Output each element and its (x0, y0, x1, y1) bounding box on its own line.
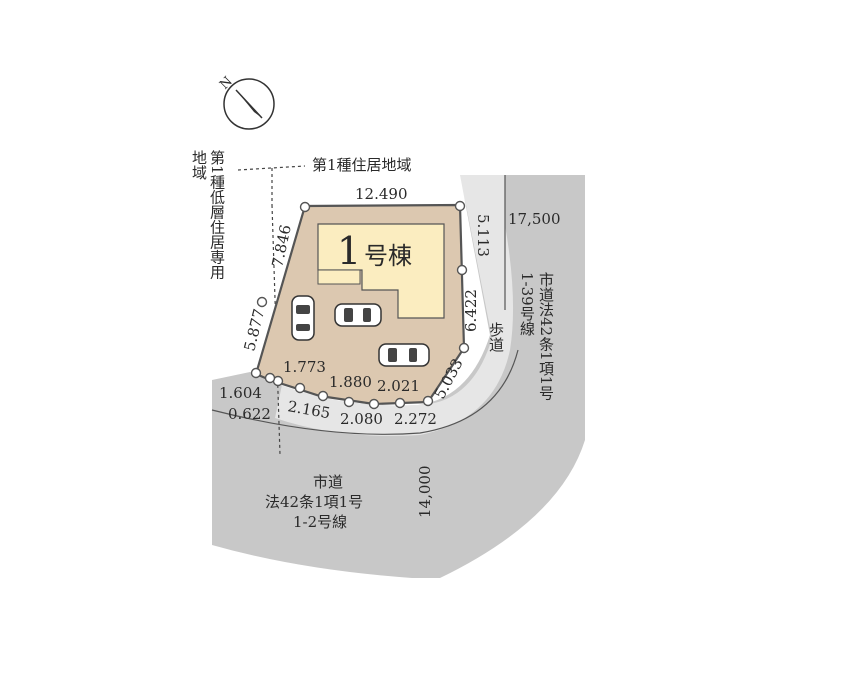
dim-right-upper: 5.113 (474, 214, 492, 257)
dim-corner-a: 1.604 (219, 384, 262, 402)
dim-top: 12.490 (355, 185, 408, 203)
bottom-road-line1: 市道 (313, 473, 343, 491)
dim-bottom-2: 1.880 (329, 373, 372, 391)
porch (317, 269, 361, 285)
zoning-boundary (237, 165, 306, 456)
road-width-bottom: 14,000 (416, 466, 434, 519)
bottom-road-line2: 法42条1項1号 (265, 493, 363, 511)
car-1 (291, 295, 315, 341)
zone-left-label: 第1種低層住居専用地域 (190, 150, 226, 280)
dim-bottom-6: 2.272 (394, 410, 437, 428)
dim-bottom-1: 1.773 (283, 358, 326, 376)
building-number: 1 (337, 229, 361, 273)
bottom-road-line3: 1-2号線 (293, 513, 347, 531)
boundary-markers (250, 200, 470, 410)
zone-right-label: 第1種住居地域 (312, 156, 412, 174)
compass-icon (223, 78, 275, 130)
dim-bottom-5: 2.080 (340, 410, 383, 428)
car-3 (378, 343, 430, 367)
right-road-label: 市道法42条1項1号1-39号線 (518, 272, 555, 401)
building-label: 号棟 (364, 242, 412, 270)
sidewalk-label: 歩道 (487, 322, 505, 352)
dim-bottom-3: 2.021 (377, 377, 420, 395)
sidewalk-strip (275, 175, 514, 436)
dim-right-middle: 6.422 (462, 289, 480, 332)
car-2 (334, 303, 382, 327)
road-width-right: 17,500 (508, 210, 561, 228)
dim-corner-b: 0.622 (228, 405, 271, 423)
